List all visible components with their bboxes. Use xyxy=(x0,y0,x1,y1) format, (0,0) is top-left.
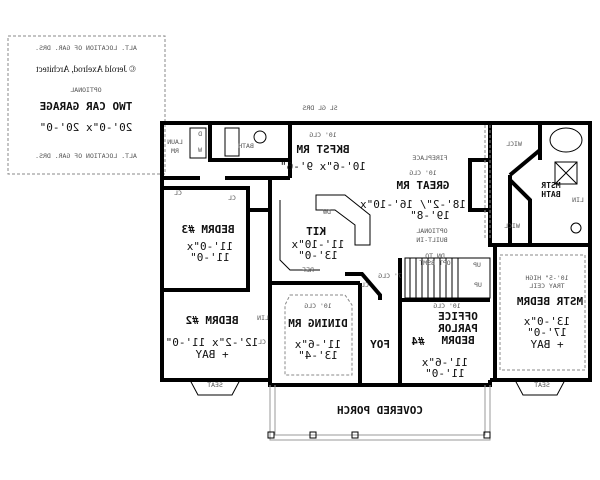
garage-title: TWO CAR GARAGE xyxy=(40,100,133,113)
closet-label: CL xyxy=(228,194,236,202)
garage-optional: OPTIONAL xyxy=(70,86,101,94)
bath-label: BATH xyxy=(238,142,254,150)
tray-ceiling-1: 10'-5" HIGH xyxy=(525,274,568,282)
bedrm3-size-2: 11'-0" xyxy=(190,251,230,264)
opt-bsmt-label: OPT BSMT xyxy=(419,259,450,267)
bedrm2-size-2: + BAY xyxy=(195,348,228,361)
kit-size-1: 11'-10"x xyxy=(291,238,344,251)
laundry-label: LAUN xyxy=(167,138,183,146)
master-bath-label-2: BATH xyxy=(541,190,560,199)
bkfst-clg: 10' CLG xyxy=(309,131,336,139)
master-bath-label-1: MSTR xyxy=(541,181,560,190)
dining-name: DINING RM xyxy=(288,317,348,330)
seat-label: SEAT xyxy=(534,381,550,389)
up-label-1: UP xyxy=(473,261,481,269)
kit-name: KIT xyxy=(306,225,326,238)
garage-size: 20'-0"x 20'-0" xyxy=(40,121,133,134)
garage-alt-location-bottom: ALT. LOCATION OF GAR. DRS. xyxy=(35,152,137,160)
garage-alt-location-top: ALT. LOCATION OF GAR. DRS. xyxy=(35,44,137,52)
closet-label: CL xyxy=(258,338,266,346)
master-name: MSTR BEDRM xyxy=(517,295,584,308)
foyer-name: FOY xyxy=(370,338,390,351)
garage-outline xyxy=(7,35,166,175)
office-size-2: 11'-0" xyxy=(425,367,465,380)
master-size-1: 13'-0"x xyxy=(523,315,570,328)
great-name: GREAT RM xyxy=(396,179,449,192)
great-size-2: 19'-8" xyxy=(410,209,450,222)
great-size-1: 18'-2"/ 16'-10"x xyxy=(360,198,466,211)
dining-size-2: 13'-4" xyxy=(298,349,338,362)
washer-label: W xyxy=(198,146,202,154)
bedrm4-label: BEDRM xyxy=(441,334,474,347)
bkfst-name: BKFST RM xyxy=(296,143,349,156)
master-size-3: + BAY xyxy=(530,338,563,351)
bedrm3-size-1: 11'-0"x xyxy=(186,240,233,253)
architect-copyright: © Jerold Axelrod, Architect xyxy=(36,64,136,74)
foyer-clg: 7' CLG xyxy=(378,272,402,280)
tray-ceiling-2: TRAY CEIL xyxy=(529,282,564,290)
kit-size-2: 13'-0" xyxy=(298,249,338,262)
linen-label: LIN xyxy=(257,314,269,322)
bedrm2-name: BEDRM #2 xyxy=(186,314,239,327)
bkfst-size: 10'-6"x 9'-6" xyxy=(280,160,366,173)
seat-label: SEAT xyxy=(207,381,223,389)
parlor-label: PARLOR xyxy=(438,322,478,335)
sl-gl-drs-label: SL GL DRS xyxy=(302,104,337,112)
dn-to-label: DN TO xyxy=(425,252,445,260)
closet-label: CL xyxy=(361,281,369,289)
bedrm4-number: #4 xyxy=(411,335,425,348)
dryer-label: D xyxy=(198,130,202,138)
laundry-label-2: RM xyxy=(171,147,179,155)
ref-label: REF xyxy=(302,266,314,274)
bedrm3-name: BEDRM #3 xyxy=(182,223,235,236)
details xyxy=(189,125,586,441)
great-clg: 10' CLG xyxy=(409,169,436,177)
office-clg: 10' CLG xyxy=(433,302,460,310)
covered-porch-label: COVERED PORCH xyxy=(337,404,423,417)
office-label: OFFICE xyxy=(438,310,478,323)
linen-label: LIN xyxy=(572,196,584,204)
up-label-2: UP xyxy=(474,281,482,289)
dining-size-1: 11'-6"x xyxy=(294,338,341,351)
walk-in-closet-label: WICL xyxy=(504,222,520,230)
dishwasher-label: DW xyxy=(323,208,331,216)
walk-in-closet-label: WICL xyxy=(506,140,522,148)
optional-builtin-1: OPTIONAL xyxy=(416,227,447,235)
walls xyxy=(160,121,592,387)
closet-label: CL xyxy=(174,189,182,197)
master-size-2: 17'-0" xyxy=(527,326,567,339)
optional-builtin-2: BUILT-IN xyxy=(416,236,447,244)
dining-clg: 10' CLG xyxy=(304,302,331,310)
bedrm2-size-1: 12'-2"x 11'-0" xyxy=(166,336,259,349)
office-size-1: 11'-6"x xyxy=(421,356,468,369)
fireplace-label: FIREPLACE xyxy=(412,154,447,162)
